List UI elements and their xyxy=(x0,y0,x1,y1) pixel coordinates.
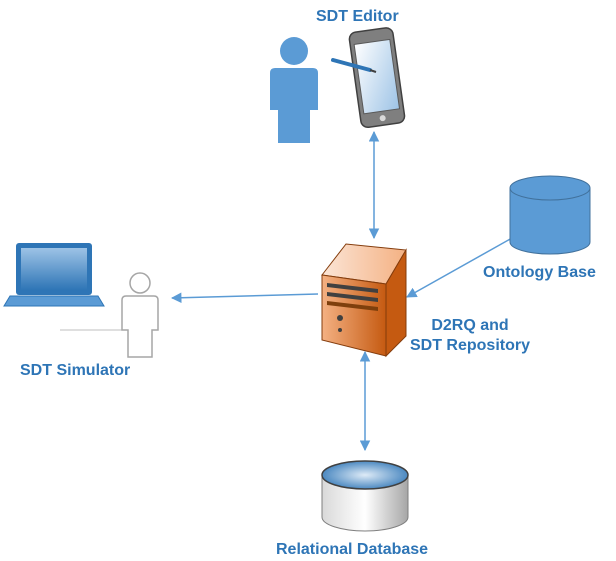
node-label-editor: SDT Editor xyxy=(316,8,399,25)
node-label-ontology: Ontology Base xyxy=(483,264,596,281)
node-label-repository: D2RQ and SDT Repository xyxy=(400,316,540,356)
node-label-relational: Relational Database xyxy=(276,541,429,558)
stylus-icon xyxy=(331,58,377,73)
laptop-icon xyxy=(3,243,124,331)
tablet-icon xyxy=(348,27,406,129)
node-label-repository-line2: SDT Repository xyxy=(409,337,530,354)
node-label-simulator: SDT Simulator xyxy=(20,362,131,379)
edge-repository-simulator xyxy=(170,292,319,303)
server-tower-icon xyxy=(321,243,407,358)
database-disk-icon xyxy=(321,460,409,532)
database-cylinder-icon xyxy=(509,175,591,255)
edge-ontology-repository xyxy=(406,237,513,298)
person-outline-icon xyxy=(121,272,159,358)
node-label-repository-line1: D2RQ and xyxy=(431,317,509,334)
person-icon xyxy=(270,37,318,143)
